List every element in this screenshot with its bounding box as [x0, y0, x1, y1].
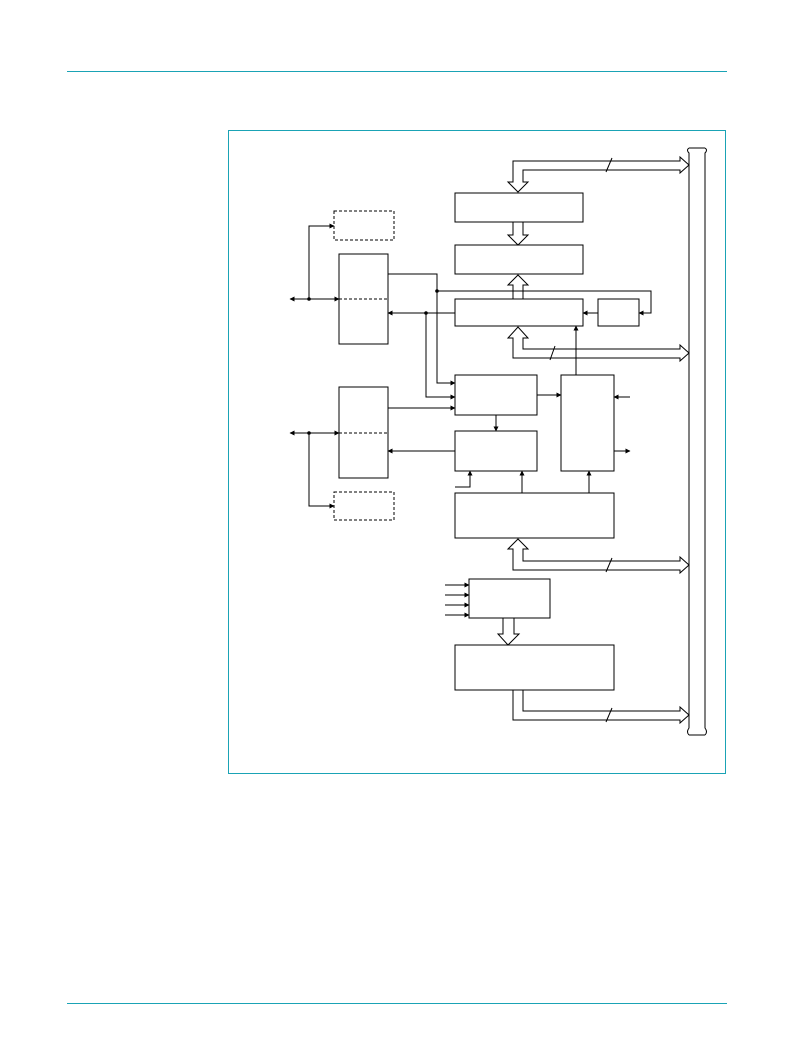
hollow-arrow-selector-bottom [496, 617, 521, 646]
wire-loop-register [437, 290, 652, 316]
bus-arrow-bottom [512, 689, 690, 725]
wire-port-upper-out [388, 273, 456, 386]
wire-optional-lower [308, 433, 335, 509]
bus-arrow-register [506, 326, 690, 363]
figure-frame [228, 130, 726, 774]
block-mid-lower [454, 430, 538, 472]
footer-rule [67, 1003, 727, 1004]
block-small-right [597, 298, 640, 327]
block-top-1 [454, 192, 584, 223]
wire-register-mid [425, 313, 456, 400]
bus-arrow-middle [506, 538, 690, 575]
wire-optional-upper [308, 223, 335, 299]
block-optional-upper [333, 210, 395, 241]
junction-register [424, 311, 428, 315]
block-wide-bottom [454, 644, 615, 691]
header-rule [67, 71, 727, 72]
block-mid-upper [454, 374, 538, 416]
wire-wide-mid-lower-a [455, 470, 473, 488]
junction-upper-port [307, 297, 311, 301]
hollow-arrow-register-top2 [506, 274, 530, 300]
block-top-2 [454, 244, 584, 275]
block-input-selector [468, 578, 551, 619]
hollow-arrow-top1-top2 [506, 221, 530, 246]
bus-arrow-top [506, 155, 690, 193]
junction-lower-port [307, 431, 311, 435]
main-bus [687, 147, 707, 736]
block-tall-right [560, 374, 615, 472]
block-optional-lower [333, 491, 395, 521]
block-register [454, 298, 584, 327]
block-wide-middle [454, 492, 615, 539]
junction-loop [435, 289, 439, 293]
